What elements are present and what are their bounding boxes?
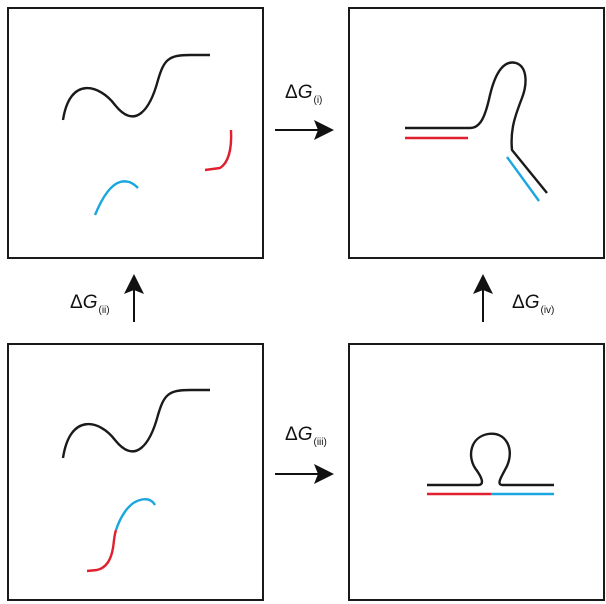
delta-symbol: Δ	[512, 292, 525, 313]
black-strand	[61, 53, 210, 121]
blue-strand	[506, 156, 540, 202]
label-step-iv: ΔG(iv)	[512, 292, 554, 316]
black-strand	[427, 432, 554, 487]
black-strand	[61, 388, 210, 459]
svg-text:ΔG(iii): ΔG(iii)	[285, 424, 327, 448]
panel-top-right-three-way-complex	[348, 7, 605, 259]
step-subscript: (i)	[313, 95, 322, 106]
red-strand	[86, 529, 118, 573]
gibbs-symbol: G	[298, 424, 313, 445]
delta-symbol: Δ	[285, 424, 298, 445]
label-step-ii: ΔG(ii)	[70, 292, 110, 316]
arrow-step-ii	[124, 274, 144, 322]
panel-box	[7, 7, 264, 259]
blue-strand	[114, 498, 157, 531]
panel-bottom-right-hairpin-duplex	[348, 343, 605, 601]
svg-text:ΔG(i): ΔG(i)	[285, 82, 322, 106]
panel-top-left-separate-strands	[7, 7, 264, 259]
gibbs-symbol: G	[525, 292, 540, 313]
panel-box	[348, 343, 605, 601]
delta-symbol: Δ	[285, 82, 298, 103]
arrow-head	[124, 274, 144, 294]
arrow-step-i	[275, 120, 334, 140]
svg-text:ΔG(ii): ΔG(ii)	[70, 292, 110, 316]
gibbs-symbol: G	[298, 82, 313, 103]
step-subscript: (iv)	[540, 305, 554, 316]
arrow-head	[314, 464, 334, 484]
label-step-iii: ΔG(iii)	[285, 424, 327, 448]
arrow-step-iv	[473, 274, 493, 322]
arrow-head	[473, 274, 493, 294]
gibbs-symbol: G	[83, 292, 98, 313]
delta-symbol: Δ	[70, 292, 83, 313]
arrow-head	[314, 120, 334, 140]
step-subscript: (ii)	[98, 305, 109, 316]
label-step-i: ΔG(i)	[285, 82, 322, 106]
red-strand	[204, 129, 233, 172]
panel-bottom-left-hybridized-strands	[7, 343, 264, 601]
panel-box	[7, 343, 264, 601]
blue-strand	[93, 180, 139, 216]
step-subscript: (iii)	[313, 437, 326, 448]
black-strand	[405, 61, 548, 194]
arrow-step-iii	[275, 464, 334, 484]
svg-text:ΔG(iv): ΔG(iv)	[512, 292, 554, 316]
panel-box	[348, 7, 605, 259]
